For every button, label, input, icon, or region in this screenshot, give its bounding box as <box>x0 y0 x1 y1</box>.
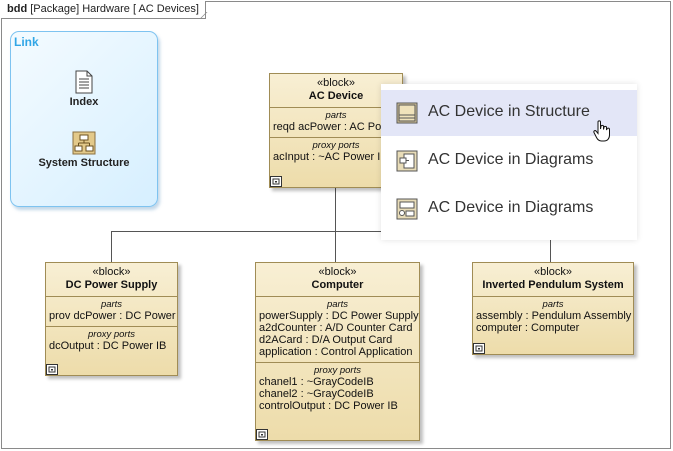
block-stereotype: «block» <box>534 266 572 278</box>
compartment-divider <box>270 107 402 108</box>
compartment-title: parts <box>100 299 123 310</box>
part-row: reqd acPower : AC Power <box>273 121 399 133</box>
hyperlink-icon[interactable] <box>46 364 58 375</box>
compartment-title: proxy ports <box>314 365 361 376</box>
compartment-title: proxy ports <box>88 329 135 340</box>
part-row: computer : Computer <box>476 322 580 334</box>
link-system-structure[interactable]: System Structure <box>11 131 157 169</box>
hand-cursor-icon <box>593 120 610 142</box>
menu-item-ac-device-in-diagrams-2[interactable]: AC Device in Diagrams <box>381 186 637 232</box>
compartment-title: parts <box>542 299 564 310</box>
port-row: controlOutput : DC Power IB <box>259 400 398 412</box>
navigation-popup-menu: AC Device in Structure AC Device in Diag… <box>381 84 637 240</box>
generalization-bus <box>111 231 551 232</box>
link-index[interactable]: Index <box>11 70 157 108</box>
block-dc-power-supply[interactable]: «block» DC Power Supply parts prov dcPow… <box>45 262 178 376</box>
port-row: chanel2 : ~GrayCodeIB <box>259 388 374 400</box>
document-icon <box>75 70 93 94</box>
menu-item-label: AC Device in Diagrams <box>428 199 594 216</box>
compartment-title: proxy ports <box>312 140 360 151</box>
generalization-trunk <box>335 184 336 262</box>
link-index-label: Index <box>69 96 99 108</box>
port-row: chanel1 : ~GrayCodeIB <box>259 376 374 388</box>
block-name: AC Device <box>308 90 364 102</box>
compartment-divider <box>473 296 633 297</box>
part-row: a2dCounter : A/D Counter Card <box>259 322 413 334</box>
menu-item-ac-device-in-diagrams[interactable]: AC Device in Diagrams <box>381 138 637 184</box>
frame-title: [Package] Hardware [ AC Devices] <box>30 3 199 15</box>
frame-header: bdd [Package] Hardware [ AC Devices] <box>1 1 206 19</box>
generalization-right-drop <box>550 231 551 262</box>
diagram-icon <box>396 150 418 172</box>
diagram-alt-icon <box>396 198 418 220</box>
structure-diagram-icon <box>396 102 418 124</box>
port-row: acInput : ~AC Power IB <box>273 151 388 163</box>
block-stereotype: «block» <box>317 77 355 89</box>
frame-kind: bdd <box>7 3 28 15</box>
menu-item-ac-device-in-structure[interactable]: AC Device in Structure <box>381 90 637 142</box>
port-row: dcOutput : DC Power IB <box>49 340 167 352</box>
block-stereotype: «block» <box>318 266 357 278</box>
part-row: assembly : Pendulum Assembly <box>476 310 632 322</box>
structure-icon <box>72 131 96 155</box>
compartment-divider <box>256 296 419 297</box>
menu-item-label: AC Device in Structure <box>428 103 590 120</box>
block-name: DC Power Supply <box>65 279 158 291</box>
block-stereotype: «block» <box>92 266 131 278</box>
generalization-left-drop <box>111 231 112 262</box>
link-panel-title: Link <box>14 35 39 49</box>
block-name: Computer <box>311 279 364 291</box>
block-name: Inverted Pendulum System <box>482 279 624 291</box>
compartment-divider <box>46 296 177 297</box>
part-row: prov dcPower : DC Power <box>49 310 176 322</box>
part-row: application : Control Application <box>259 346 413 358</box>
compartment-divider <box>46 326 177 327</box>
compartment-divider <box>270 137 402 138</box>
compartment-title: parts <box>326 299 349 310</box>
menu-item-label: AC Device in Diagrams <box>428 151 594 168</box>
block-computer[interactable]: «block» Computer parts powerSupply : DC … <box>255 262 420 441</box>
block-inverted-pendulum-system[interactable]: «block» Inverted Pendulum System parts a… <box>472 262 634 355</box>
hyperlink-icon[interactable] <box>270 176 282 187</box>
compartment-divider <box>256 362 419 363</box>
part-row: d2ACard : D/A Output Card <box>259 334 393 346</box>
hyperlink-icon[interactable] <box>256 429 268 440</box>
part-row: powerSupply : DC Power Supply <box>259 310 419 322</box>
hyperlink-icon[interactable] <box>473 343 485 354</box>
link-system-structure-label: System Structure <box>38 157 130 169</box>
link-panel: Link Index System Structure <box>10 31 158 207</box>
compartment-title: parts <box>325 110 347 121</box>
